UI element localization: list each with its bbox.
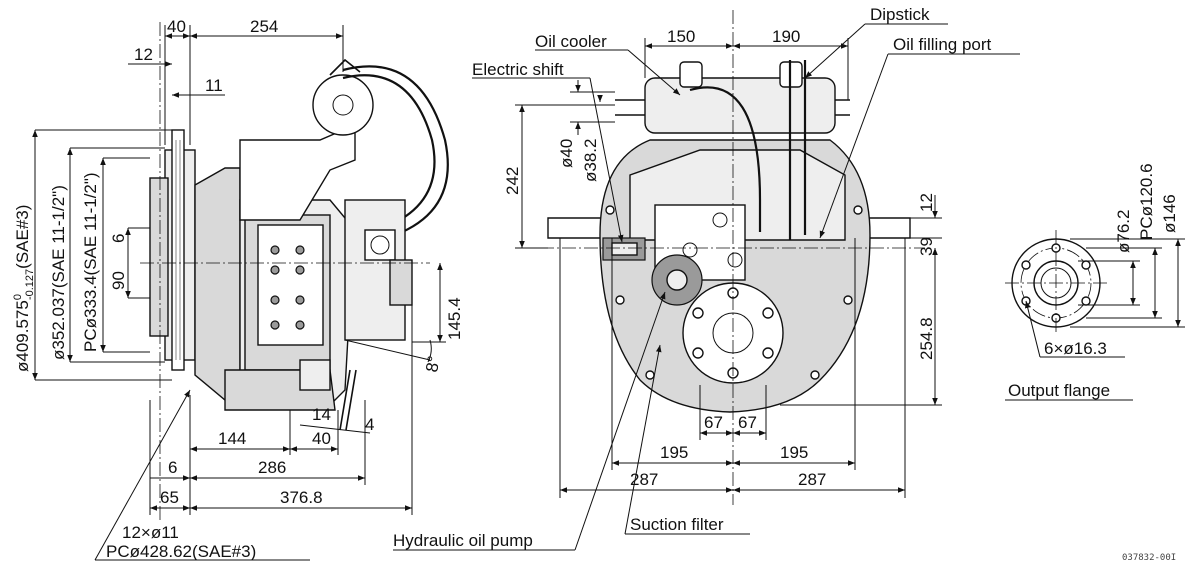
dim-67-left: 67	[704, 413, 723, 432]
dim-39: 39	[917, 237, 936, 256]
side-view: 40 254 12 11 ø409.5750-0.127(SAE#3) ø352…	[12, 17, 464, 561]
dim-376: 376.8	[280, 488, 323, 507]
bolt-note-pc: PCø428.62(SAE#3)	[106, 542, 256, 561]
bell-housing	[194, 167, 241, 401]
flange-dim-bolts: 6×ø16.3	[1044, 339, 1107, 358]
bolt-note-count: 12×ø11	[122, 523, 179, 542]
flange-plate	[171, 129, 185, 371]
drawing-code: 037832-00I	[1122, 553, 1176, 563]
dim-dia-40: ø40	[557, 139, 576, 168]
cover-bolts	[270, 245, 305, 330]
dim-12: 12	[134, 45, 153, 64]
dim-67-right: 67	[738, 413, 757, 432]
label-suction-filter: Suction filter	[630, 515, 724, 534]
dim-65: 65	[160, 488, 179, 507]
label-oil-cooler: Oil cooler	[535, 32, 607, 51]
dim-254-top: 254	[250, 17, 278, 36]
dim-8-deg: 8°	[422, 354, 444, 373]
dim-90: 90	[109, 271, 128, 290]
label-hydraulic-oil-pump: Hydraulic oil pump	[393, 531, 533, 550]
label-electric-shift: Electric shift	[472, 60, 564, 79]
dim-40-bottom: 40	[312, 429, 331, 448]
dim-254-8: 254.8	[917, 317, 936, 360]
dim-144: 144	[218, 429, 246, 448]
dim-4: 4	[365, 415, 374, 434]
cover-plate	[257, 224, 324, 346]
cooler-bracket	[239, 123, 356, 221]
dim-dia-352: ø352.037(SAE 11-1/2")	[49, 185, 68, 360]
flange-dim-146: ø146	[1160, 194, 1179, 233]
oil-cooler-side	[312, 74, 374, 136]
flange-dim-76: ø76.2	[1114, 210, 1133, 253]
dim-dia-409: ø409.5750-0.127(SAE#3)	[12, 205, 36, 372]
front-view: 150 190 242 ø40 ø38.2 12 39 254.8 67 67	[393, 5, 1020, 551]
dim-287-left: 287	[630, 470, 658, 489]
dim-11: 11	[205, 76, 223, 95]
front-hose	[689, 86, 762, 232]
dim-242: 242	[503, 167, 522, 195]
dim-287-right: 287	[798, 470, 826, 489]
dim-pc-333: PCø333.4(SAE 11-1/2")	[81, 172, 100, 352]
flange-dim-pc120: PCø120.6	[1137, 163, 1156, 240]
flange-spigot	[149, 177, 169, 337]
label-dipstick: Dipstick	[870, 5, 930, 24]
dim-6-vert: 6	[109, 234, 128, 243]
dim-145: 145.4	[445, 297, 464, 340]
dim-14: 14	[312, 405, 331, 424]
dim-6-horiz: 6	[168, 458, 177, 477]
label-output-flange: Output flange	[1008, 381, 1110, 400]
dim-12-front: 12	[917, 193, 936, 212]
housing-bolts	[605, 205, 863, 380]
dim-286: 286	[258, 458, 286, 477]
dim-190: 190	[772, 27, 800, 46]
dim-40-top: 40	[167, 17, 186, 36]
dim-195-left: 195	[660, 443, 688, 462]
dim-195-right: 195	[780, 443, 808, 462]
dim-dia-38: ø38.2	[581, 139, 600, 182]
output-flange-view: ø76.2 PCø120.6 ø146 6×ø16.3 Output flang…	[1005, 163, 1185, 401]
cooler-hose-1	[342, 65, 449, 237]
dim-150: 150	[667, 27, 695, 46]
cooler-hose-2	[342, 74, 436, 227]
label-oil-filling-port: Oil filling port	[893, 35, 992, 54]
